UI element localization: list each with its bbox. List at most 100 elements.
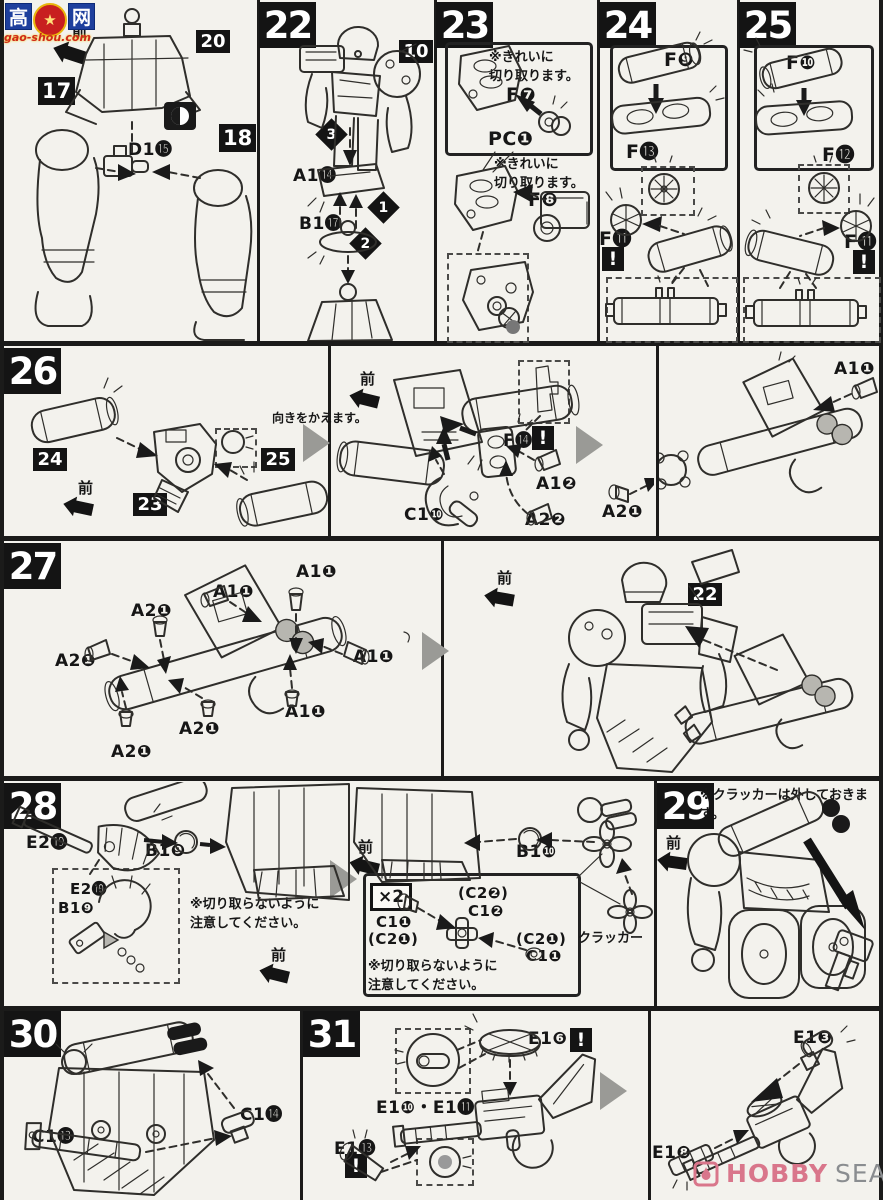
divider xyxy=(0,536,883,541)
divider xyxy=(648,1011,651,1200)
part-label-a1-1: A1❶ xyxy=(296,562,337,582)
front-label: 前 xyxy=(271,946,287,964)
part-label-a1-14: A1⓮ xyxy=(293,166,337,186)
illustration-step28a xyxy=(11,782,350,973)
part-label-a1-2: A1❷ xyxy=(536,474,577,494)
watermark-logo: 高 ★ 网 xyxy=(5,3,95,37)
front-arrow-icon xyxy=(259,963,291,984)
ref-box-17: 17 xyxy=(38,77,76,105)
warning-icon: ! xyxy=(853,250,875,274)
divider xyxy=(737,0,740,341)
next-triangle-icon xyxy=(576,426,603,464)
divider xyxy=(879,0,883,1200)
part-label-f11: F⓫ xyxy=(844,231,877,253)
part-label-b1-9: B1❾ xyxy=(58,899,95,917)
illustration-step26a xyxy=(30,377,328,527)
part-label-a2-1: A2❶ xyxy=(111,742,152,762)
watermark-char-2: 网 xyxy=(68,3,95,30)
illustration-step26b xyxy=(336,365,654,528)
detail-box-step28 xyxy=(363,873,581,997)
illustration-step25 xyxy=(743,37,875,327)
logo-hobby-text: HOBBY xyxy=(726,1159,829,1188)
detail-box-step23 xyxy=(445,42,593,156)
logo-search-text: SEARCH xyxy=(835,1159,883,1188)
divider xyxy=(654,781,657,1006)
step-number-24: 24 xyxy=(599,2,656,48)
front-label: 前 xyxy=(360,370,376,388)
part-label-a2-1: A2❶ xyxy=(602,502,643,522)
step-number-22: 22 xyxy=(259,2,316,48)
ref-box-10: 10 xyxy=(399,40,433,63)
note-remove-cracker: ※クラッカーは外しておきます。 xyxy=(700,788,868,822)
divider xyxy=(656,346,659,536)
front-arrow-icon xyxy=(657,851,688,872)
warning-icon: ! xyxy=(602,247,624,271)
illustration-step27b xyxy=(561,549,854,773)
dashed-box-step23 xyxy=(447,253,529,343)
part-label-e1-6: E1❻ xyxy=(528,1029,568,1049)
front-arrow-icon xyxy=(63,496,94,517)
front-arrow-icon xyxy=(349,855,381,876)
front-arrow-icon xyxy=(53,41,87,65)
watermark-badge-icon: ★ xyxy=(33,3,67,37)
part-label-a1-1: A1❶ xyxy=(834,359,875,379)
front-label: 前 xyxy=(78,479,94,497)
watermark-char-1: 高 xyxy=(5,3,32,30)
part-label-c1-1: C1❶ xyxy=(376,913,412,931)
dashed-box-step24-section xyxy=(641,166,695,216)
divider xyxy=(0,341,883,346)
step-number-31: 31 xyxy=(303,1011,360,1057)
divider xyxy=(597,0,600,341)
part-label-b1-17: B1⓱ xyxy=(299,214,343,234)
ref-box-20: 20 xyxy=(196,30,230,53)
front-arrow-icon xyxy=(484,587,515,608)
divider xyxy=(0,776,883,781)
next-triangle-icon xyxy=(600,1072,627,1110)
illustration-step21 xyxy=(34,8,253,341)
part-label-c2-2: (C2❷) xyxy=(458,884,509,902)
ref-box-25: 25 xyxy=(261,448,295,471)
part-label-e2-19: E2⓳ xyxy=(70,880,108,898)
divider xyxy=(300,1011,303,1200)
label-cracker: クラッカー xyxy=(578,931,644,946)
part-label-c2-1: (C2❶) xyxy=(516,930,567,948)
illustration-step22 xyxy=(299,25,421,341)
illustration-step31r xyxy=(667,1025,856,1191)
part-label-e1-8: E1❽ xyxy=(652,1143,692,1163)
flame-icon xyxy=(693,1161,719,1186)
divider xyxy=(0,1006,883,1011)
next-triangle-icon xyxy=(422,632,449,670)
divider xyxy=(434,0,437,341)
step-number-30: 30 xyxy=(4,1011,61,1057)
part-label-c1-14: C1⓮ xyxy=(240,1105,283,1125)
watermark-url: gao-shou.com xyxy=(4,31,91,44)
illustration-step23 xyxy=(454,45,590,334)
warning-icon: ! xyxy=(532,426,554,450)
step-number-29: 29 xyxy=(657,783,714,829)
step-number-27: 27 xyxy=(4,543,61,589)
part-label-d1-15: D1⓯ xyxy=(128,140,173,160)
next-triangle-icon xyxy=(303,424,330,462)
illustration-step29 xyxy=(686,791,874,999)
illustration-step31 xyxy=(339,1013,597,1182)
front-arrow-icon xyxy=(349,388,381,409)
note-do-not-cut: ※切り取らないように 注意してください。 xyxy=(368,959,498,993)
part-label-f9: F❾ xyxy=(664,49,695,71)
dashed-box-step25-tank xyxy=(743,277,881,343)
note-cut-cleanly: ※きれいに 切り取ります。 xyxy=(489,50,579,84)
warning-icon: ! xyxy=(570,1028,592,1052)
divider xyxy=(257,0,260,341)
illustration-step30 xyxy=(24,1021,255,1196)
ref-box-18: 18 xyxy=(219,124,257,152)
divider xyxy=(0,0,4,1200)
front-label: 前 xyxy=(666,834,682,852)
step-number-25: 25 xyxy=(739,2,796,48)
step-number-26: 26 xyxy=(4,348,61,394)
illustration-step27a xyxy=(84,564,410,727)
part-label-pc1: PC❶ xyxy=(488,128,534,150)
hobby-search-logo: HOBBY SEARCH xyxy=(693,1159,883,1188)
illustration-step24 xyxy=(605,31,733,325)
part-label-f13: F⓭ xyxy=(626,141,659,163)
step-number-23: 23 xyxy=(436,2,493,48)
